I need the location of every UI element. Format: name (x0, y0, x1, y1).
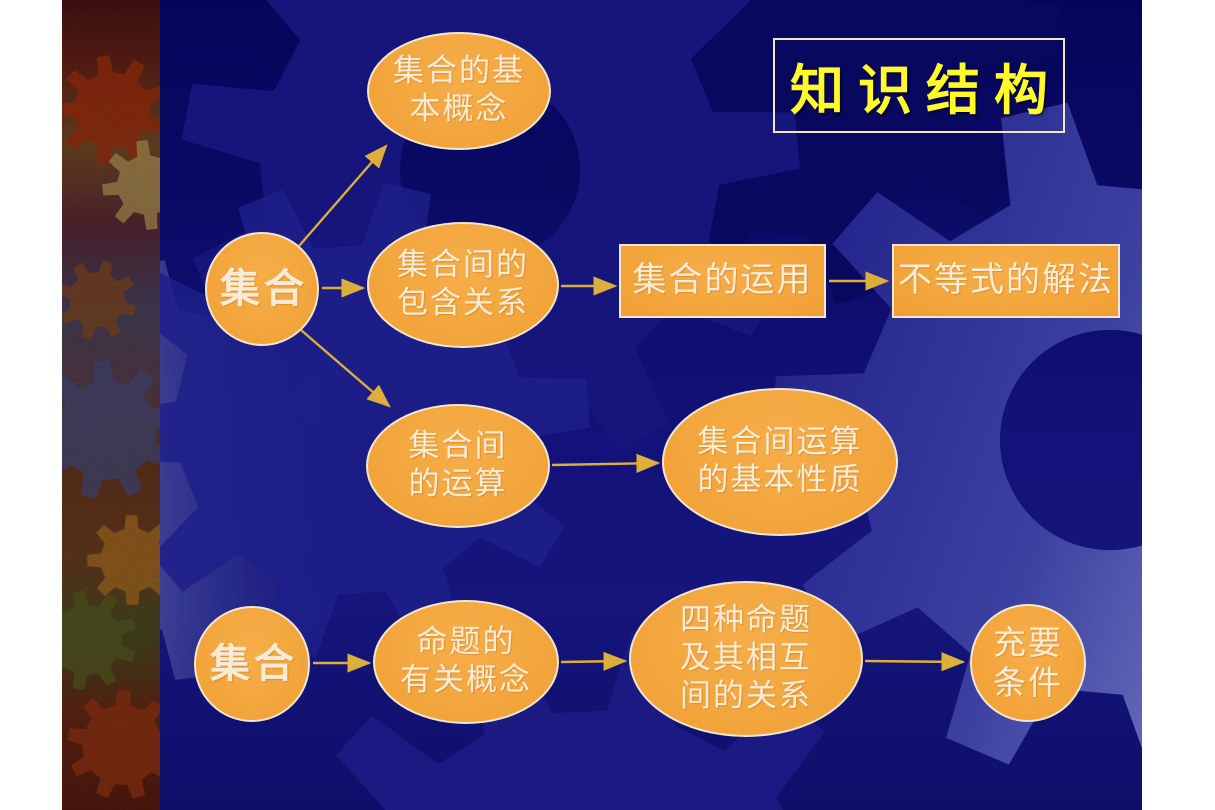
node-ellipse-inclusion-relation: 集合间的 包含关系 (367, 222, 559, 348)
title-label: 知识结构 (790, 59, 1062, 122)
texture-strip (62, 0, 160, 810)
node-circle-set-1: 集合 (205, 232, 319, 346)
node-label: 充要 条件 (993, 622, 1063, 702)
node-ellipse-sufficient-condition: 充要 条件 (970, 604, 1086, 722)
node-ellipse-set-operations: 集合间 的运算 (366, 404, 550, 528)
title-box: 知识结构 (773, 38, 1065, 133)
node-ellipse-four-propositions: 四种命题 及其相互 间的关系 (629, 581, 863, 737)
node-label: 集合 (220, 265, 308, 312)
node-rect-set-application: 集合的运用 (619, 244, 826, 318)
node-label: 集合的基 本概念 (393, 53, 525, 127)
node-rect-inequality-solving: 不等式的解法 (892, 244, 1120, 318)
node-label: 命题的 有关概念 (400, 624, 532, 698)
node-label: 集合 (210, 640, 298, 687)
node-ellipse-basic-concepts: 集合的基 本概念 (367, 32, 551, 150)
node-label: 集合间的 包含关系 (397, 247, 529, 321)
node-label: 集合的运用 (632, 260, 813, 301)
strip-noise (62, 0, 160, 810)
node-circle-set-2: 集合 (194, 606, 310, 722)
node-ellipse-operation-properties: 集合间运算 的基本性质 (662, 388, 898, 536)
node-ellipse-proposition-concepts: 命题的 有关概念 (373, 600, 559, 724)
node-label: 集合间运算 的基本性质 (697, 424, 863, 498)
node-label: 四种命题 及其相互 间的关系 (680, 602, 812, 714)
node-label: 不等式的解法 (898, 260, 1114, 301)
node-label: 集合间 的运算 (408, 428, 508, 502)
